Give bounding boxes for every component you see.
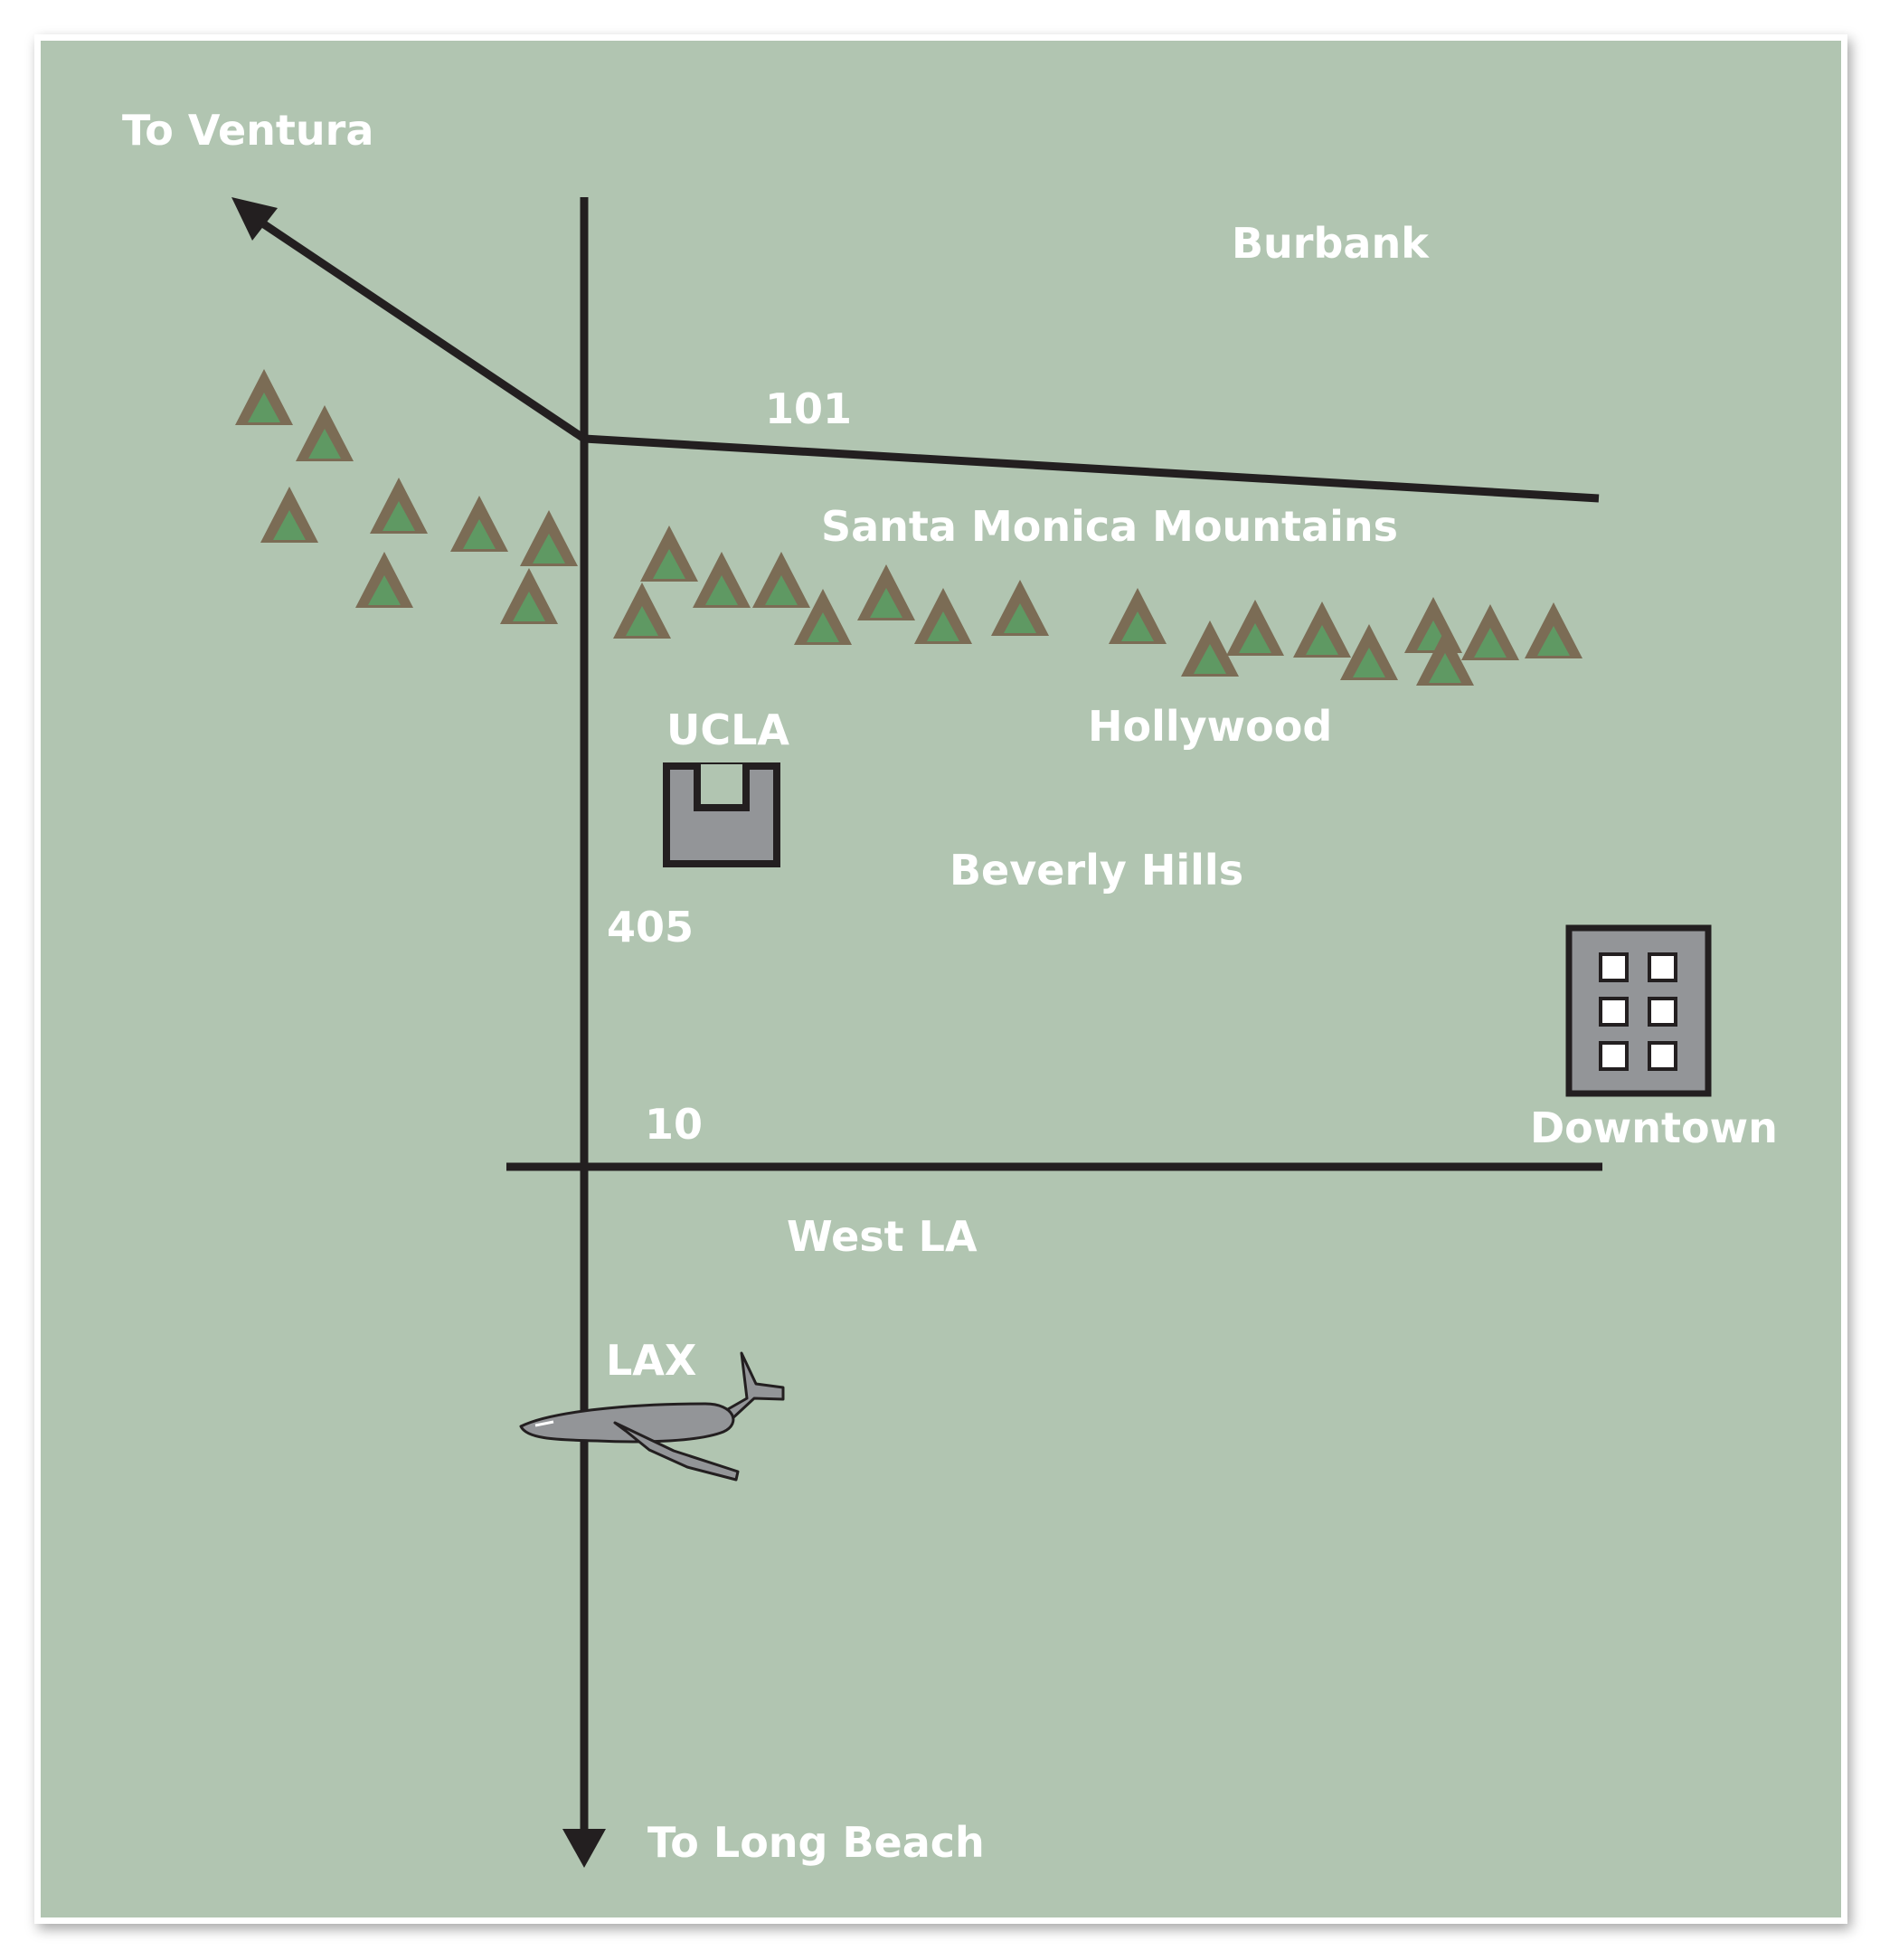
label-santa-monica-mountains: Santa Monica Mountains: [821, 502, 1398, 551]
highway-101-north: [261, 221, 587, 442]
label-to-long-beach: To Long Beach: [647, 1818, 985, 1867]
arrow-northwest-icon: [231, 197, 278, 241]
label-ucla: UCLA: [666, 705, 789, 754]
label-to-ventura: To Ventura: [122, 106, 373, 155]
airplane-icon: [519, 1351, 785, 1482]
university-building-icon: [663, 762, 780, 867]
label-beverly-hills: Beverly Hills: [949, 846, 1243, 895]
label-highway-101: 101: [765, 384, 852, 433]
map-labels: To Ventura Burbank 101 Santa Monica Moun…: [122, 106, 1778, 1867]
office-building-icon: [1565, 924, 1712, 1097]
arrow-south-icon: [562, 1829, 606, 1868]
label-highway-10: 10: [645, 1100, 703, 1149]
label-west-la: West LA: [787, 1212, 978, 1261]
map-background: [41, 41, 1841, 1917]
road-network: [231, 197, 1602, 1868]
label-downtown: Downtown: [1530, 1103, 1778, 1152]
label-hollywood: Hollywood: [1088, 702, 1332, 751]
highway-101-east: [583, 434, 1600, 503]
label-burbank: Burbank: [1232, 219, 1430, 268]
label-lax: LAX: [606, 1336, 696, 1385]
label-highway-405: 405: [607, 903, 694, 952]
